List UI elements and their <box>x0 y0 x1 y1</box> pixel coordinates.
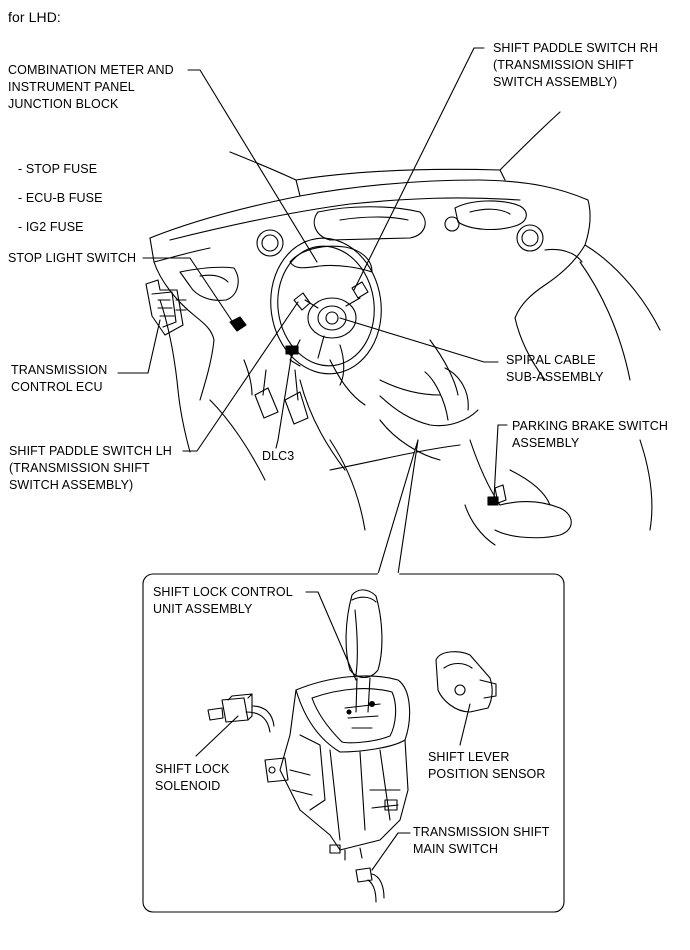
label-shift-paddle-switch-lh: SHIFT PADDLE SWITCH LH (TRANSMISSION SHI… <box>9 444 172 492</box>
shift-lever-drawing <box>264 589 411 861</box>
shift-lock-solenoid-drawing <box>207 693 275 733</box>
fuse-item: - STOP FUSE <box>18 162 98 176</box>
page-title: for LHD: <box>8 9 61 25</box>
label-spiral-cable: SPIRAL CABLE SUB-ASSEMBLY <box>506 353 604 384</box>
label-dlc3: DLC3 <box>262 449 295 463</box>
inset-leader-lines <box>195 591 471 871</box>
fuse-item: - IG2 FUSE <box>18 220 84 234</box>
label-shift-paddle-switch-rh: SHIFT PADDLE SWITCH RH (TRANSMISSION SHI… <box>493 41 658 89</box>
label-fuse-list: - STOP FUSE - ECU-B FUSE - IG2 FUSE <box>18 161 103 236</box>
label-stop-light-switch: STOP LIGHT SWITCH <box>8 251 137 265</box>
inset-frame <box>142 573 565 913</box>
label-transmission-control-ecu: TRANSMISSION CONTROL ECU <box>11 363 108 394</box>
stop-light-switch-drawing <box>229 316 247 332</box>
fuse-item: - ECU-B FUSE <box>18 191 103 205</box>
label-shift-lock-solenoid: SHIFT LOCK SOLENOID <box>155 762 230 793</box>
steering-wheel-drawing <box>270 237 382 386</box>
label-shift-lock-control-unit: SHIFT LOCK CONTROL UNIT ASSEMBLY <box>153 585 293 616</box>
inset-callout-pointer <box>377 439 419 575</box>
dashboard-drawing <box>149 111 661 546</box>
label-shift-lever-position-sensor: SHIFT LEVER POSITION SENSOR <box>428 750 546 781</box>
parking-brake-switch-drawing <box>487 496 499 506</box>
label-combination-meter: COMBINATION METER AND INSTRUMENT PANEL J… <box>8 63 174 111</box>
main-switch-connector-drawing <box>355 867 385 903</box>
shift-lever-position-sensor-drawing <box>435 651 497 713</box>
leader-lines <box>117 47 508 499</box>
label-parking-brake-switch: PARKING BRAKE SWITCH ASSEMBLY <box>512 419 668 450</box>
transmission-control-ecu-drawing <box>145 279 187 336</box>
label-transmission-shift-main-switch: TRANSMISSION SHIFT MAIN SWITCH <box>413 825 550 856</box>
